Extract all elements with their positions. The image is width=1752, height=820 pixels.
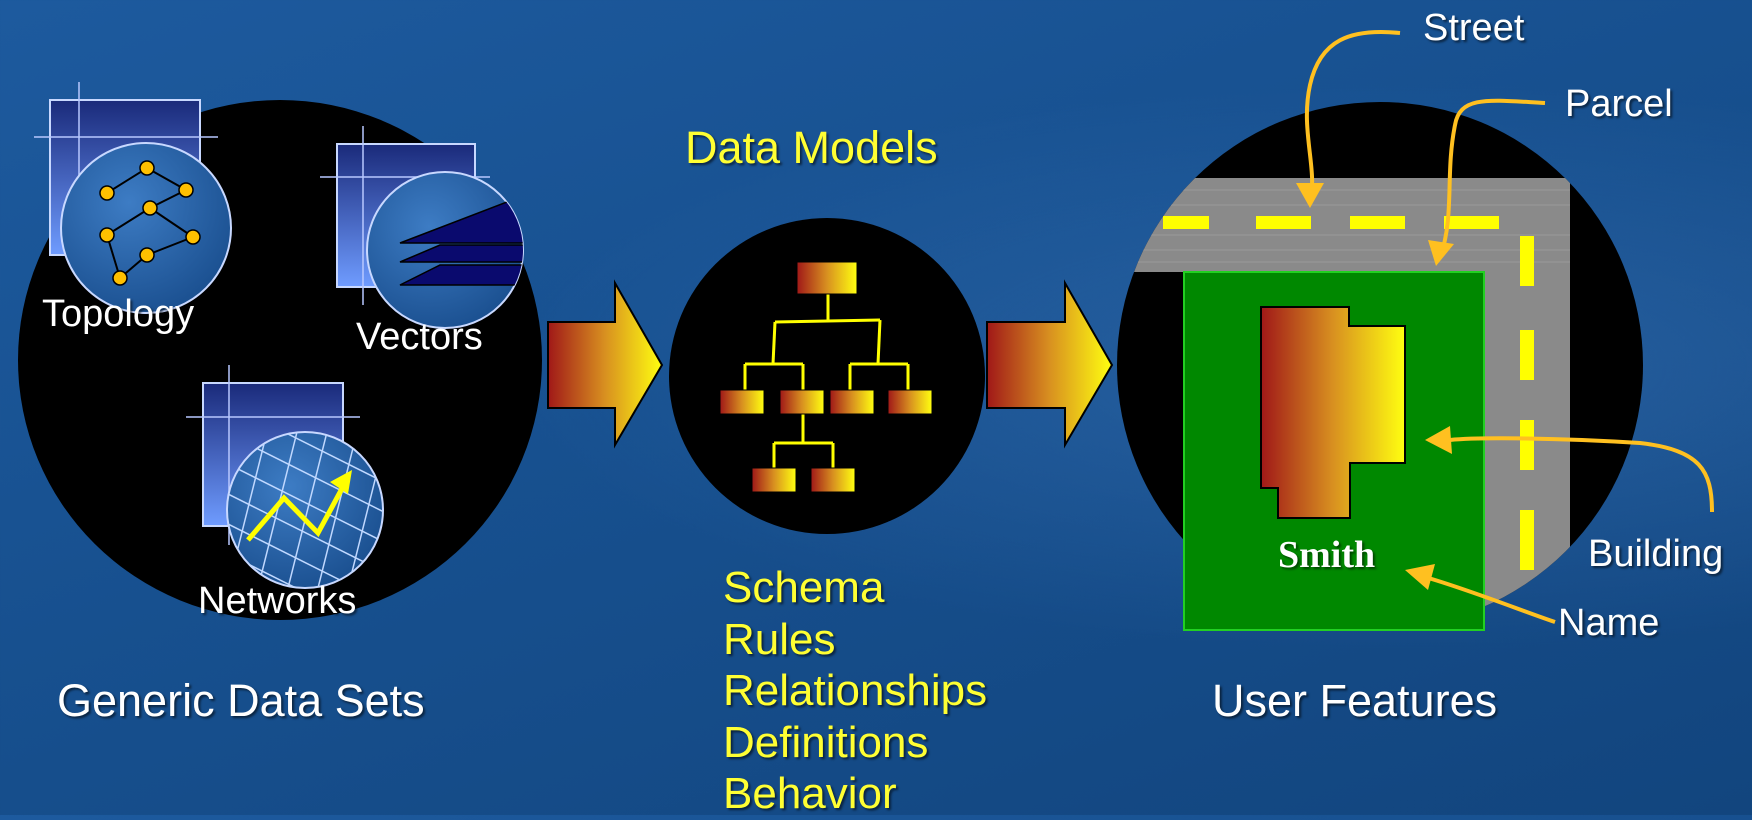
generic-data-sets-group (18, 82, 542, 620)
owner-name-text: Smith (1278, 534, 1376, 576)
topology-icon (34, 82, 232, 314)
building-shape (1260, 306, 1406, 519)
flow-arrow-icon (986, 279, 1114, 449)
user-features-caption: User Features (1212, 675, 1498, 726)
list-item: Rules (723, 614, 836, 664)
hierarchy-chart-icon (719, 261, 933, 493)
street-area (1120, 178, 1570, 628)
data-models-group (669, 218, 985, 534)
callout-arrows (1304, 29, 1714, 624)
street-label: Street (1423, 7, 1525, 49)
data-model-items-list: Schema Rules Relationships Definitions B… (723, 562, 987, 820)
building-label: Building (1588, 533, 1724, 575)
generic-data-sets-caption: Generic Data Sets (57, 675, 425, 726)
vectors-icon (320, 126, 524, 329)
networks-label: Networks (198, 580, 357, 622)
parcel-label: Parcel (1565, 83, 1673, 125)
data-models-circle (669, 218, 985, 534)
list-item: Definitions (723, 717, 929, 767)
name-label: Name (1558, 602, 1660, 644)
callout-arrowheads (1296, 183, 1454, 590)
list-item: Schema (723, 563, 885, 612)
list-item: Relationships (723, 666, 988, 715)
topology-label: Topology (42, 293, 195, 335)
data-models-title: Data Models (685, 122, 938, 173)
networks-icon (186, 365, 384, 589)
flow-arrow-icon (547, 279, 664, 449)
user-features-group (1117, 29, 1714, 631)
vectors-label: Vectors (356, 316, 483, 358)
list-item: Behavior (723, 769, 897, 818)
